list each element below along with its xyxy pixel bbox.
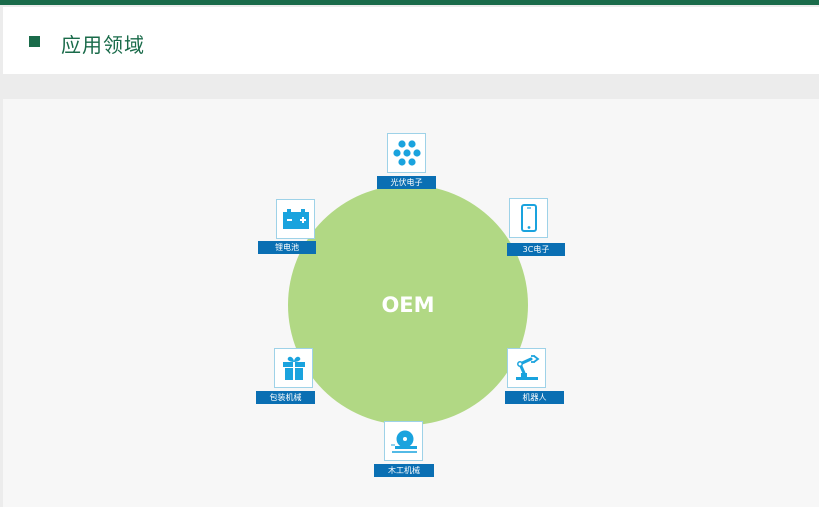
application-battery-label: 锂电池: [258, 241, 316, 254]
application-3c-label: 3C电子: [507, 243, 565, 256]
battery-icon: [282, 209, 309, 229]
oem-label: OEM: [381, 293, 435, 317]
smartphone-icon: [520, 204, 537, 232]
application-robotics-icon-box: [507, 348, 546, 388]
top-accent-bar: [0, 0, 819, 5]
oem-circle: OEM: [288, 185, 528, 425]
section-title: 应用领域: [61, 33, 145, 57]
application-solar-label: 光伏电子: [377, 176, 436, 189]
saw-blade-icon: [390, 430, 417, 453]
application-3c-icon-box: [509, 198, 548, 238]
square-bullet-icon: [29, 36, 40, 47]
application-robotics-label: 机器人: [505, 391, 564, 404]
application-packaging-label: 包装机械: [256, 391, 315, 404]
robot-arm-icon: [515, 355, 539, 380]
application-solar-icon-box: [387, 133, 426, 173]
gift-box-icon: [282, 356, 305, 380]
section-header: 应用领域: [3, 7, 819, 74]
application-battery-icon-box: [276, 199, 315, 239]
application-woodworking-icon-box: [384, 421, 423, 461]
application-packaging-icon-box: [274, 348, 313, 388]
application-woodworking-label: 木工机械: [374, 464, 434, 477]
solar-cells-icon: [392, 140, 421, 166]
